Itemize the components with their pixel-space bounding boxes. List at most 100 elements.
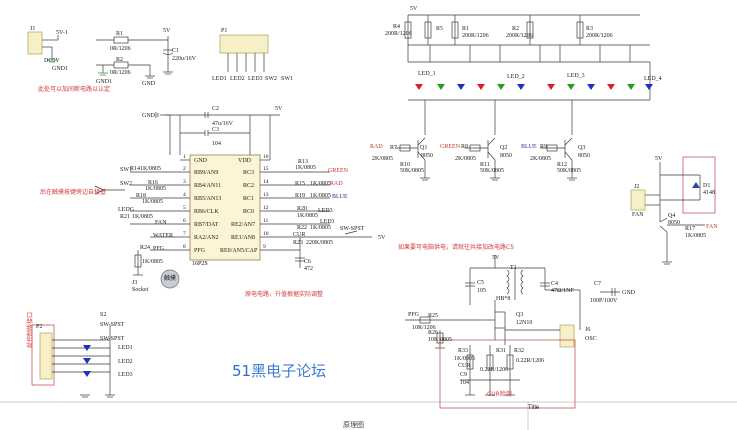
label-r5: R5 bbox=[436, 26, 444, 32]
label-led1-b: LED1 bbox=[118, 345, 133, 351]
pin-rc3: RC3 bbox=[243, 170, 255, 176]
label-c3-val: 104 bbox=[212, 141, 221, 147]
led-green-glyph bbox=[437, 84, 445, 90]
pin-num-9: 9 bbox=[263, 244, 266, 250]
label-r19: R19 bbox=[295, 193, 306, 199]
label-j6: J6 bbox=[585, 327, 591, 333]
led1-b-glyph bbox=[83, 345, 91, 351]
led-red-glyph bbox=[415, 84, 423, 90]
label-q2: Q2 bbox=[500, 145, 508, 151]
label-led2-hdr: LED2 bbox=[230, 76, 245, 82]
label-r2-top: R2 bbox=[116, 57, 124, 63]
rgb-led-glyphs bbox=[83, 84, 700, 377]
label-c5: C5 bbox=[477, 280, 485, 286]
label-r7: R7 bbox=[390, 145, 398, 151]
label-r18-val: 1K/0805 bbox=[142, 199, 163, 205]
pin-vdd: VDD bbox=[238, 158, 251, 164]
led-red-glyph bbox=[477, 84, 485, 90]
label-cur: CUR bbox=[293, 232, 306, 238]
label-c9: C9 bbox=[460, 372, 468, 378]
led-green-glyph bbox=[567, 84, 575, 90]
pin-re1: RE1/AN8 bbox=[231, 235, 255, 241]
pin-ra2: RA2/AN2 bbox=[194, 235, 219, 241]
label-r31: R31 bbox=[496, 348, 507, 354]
label-s2: S2 bbox=[100, 312, 107, 318]
label-hb: HB*8 bbox=[496, 296, 511, 302]
label-rad-r: RAD bbox=[330, 181, 343, 187]
label-led-1: LED_1 bbox=[418, 71, 436, 77]
led-blue-glyph bbox=[457, 84, 465, 90]
pin-rb7: RB7/DAT bbox=[194, 222, 219, 228]
pin-re0: RE0/AN5/CAP bbox=[220, 248, 258, 254]
label-led-2: LED_2 bbox=[507, 74, 525, 80]
label-r3-val: 200R/1206 bbox=[586, 33, 613, 39]
label-q3-val: 12N10 bbox=[516, 320, 533, 326]
label-r32: R32 bbox=[514, 348, 525, 354]
label-d1: D1 bbox=[703, 183, 711, 189]
label-green-r: GREEN bbox=[328, 168, 348, 174]
label-r1-top: R1 bbox=[116, 31, 124, 37]
label-led-4: LED_4 bbox=[644, 76, 662, 82]
led3-b-glyph bbox=[83, 371, 91, 377]
label-r10-val: 50K/0805 bbox=[400, 168, 424, 174]
label-5v-c: 5V bbox=[378, 235, 386, 241]
led-blue-glyph bbox=[645, 84, 653, 90]
label-5v-d: 5V bbox=[410, 6, 418, 12]
label-fan-j: FAN bbox=[632, 212, 644, 218]
label-r21-val: 1K/0805 bbox=[132, 214, 153, 220]
label-r9-val: 2K/0805 bbox=[530, 156, 551, 162]
label-r26-val: 10K/0805 bbox=[428, 337, 452, 343]
label-gnd-c7: GND bbox=[622, 290, 635, 296]
label-j2: J2 bbox=[634, 184, 640, 190]
label-gnd-power: GND bbox=[142, 81, 155, 87]
led-blue-glyph bbox=[517, 84, 525, 90]
label-r8: R8 bbox=[461, 144, 469, 150]
label-c6-val: 472 bbox=[304, 266, 313, 272]
label-sw-spst-c: SW-SPST bbox=[100, 336, 125, 342]
label-c6: C6 bbox=[304, 259, 312, 265]
label-r31-val: 0.22R/1206 bbox=[480, 367, 509, 373]
label-c1-val: 220u/16V bbox=[172, 56, 196, 62]
pin-num-8: 8 bbox=[183, 244, 186, 250]
label-led-3: LED_3 bbox=[567, 73, 585, 79]
watermark-text: 黑电子论坛 bbox=[251, 362, 327, 380]
label-blue-r: BLUE bbox=[332, 194, 348, 200]
label-r26: R26 bbox=[428, 330, 439, 336]
note-cur: CUR检测 bbox=[487, 391, 512, 398]
label-sw-spst-b: SW-SPST bbox=[100, 322, 125, 328]
pin-rb9: RB9/AN9 bbox=[194, 170, 219, 176]
label-c2: C2 bbox=[212, 106, 220, 112]
label-c2-val: 47u/16V bbox=[212, 121, 233, 127]
pin-num-10: 10 bbox=[263, 231, 269, 237]
label-r13: R13 bbox=[298, 159, 309, 165]
label-sw1-hdr: SW1 bbox=[281, 76, 293, 82]
label-r20: R20 bbox=[297, 206, 308, 212]
label-r13-val: 1K/0805 bbox=[295, 165, 316, 171]
label-water: WATER bbox=[153, 233, 173, 239]
label-r19-val: 1K/0805 bbox=[310, 193, 331, 199]
pin-num-11: 11 bbox=[263, 218, 269, 224]
label-c5-val: 105 bbox=[477, 288, 486, 294]
label-q4-val: 8050 bbox=[668, 220, 680, 226]
pin-rc0: RC0 bbox=[243, 209, 255, 215]
label-socket: Socket bbox=[132, 287, 149, 293]
label-c4: C4 bbox=[551, 281, 559, 287]
label-gnd-mcu: GND bbox=[142, 113, 155, 119]
label-ledg: LEDG bbox=[118, 207, 134, 213]
label-q2-val: 8050 bbox=[500, 153, 512, 159]
label-q1: Q1 bbox=[420, 145, 428, 151]
label-r1b-val: 200R/1206 bbox=[462, 33, 489, 39]
label-sw2: SW2 bbox=[120, 181, 132, 187]
label-d1-val: 4148 bbox=[703, 190, 715, 196]
led-red-glyph bbox=[607, 84, 615, 90]
led2-b-glyph bbox=[83, 358, 91, 364]
label-r14-val: 1K/0805 bbox=[140, 166, 161, 172]
figure-caption: 原理图 bbox=[343, 421, 364, 429]
mcu-section bbox=[94, 112, 372, 289]
label-q1-val: 8050 bbox=[421, 153, 433, 159]
pin-num-13: 13 bbox=[263, 192, 269, 198]
power-input-section bbox=[27, 31, 174, 79]
label-r17: R17 bbox=[685, 226, 696, 232]
label-c9-val: 104 bbox=[460, 380, 469, 386]
